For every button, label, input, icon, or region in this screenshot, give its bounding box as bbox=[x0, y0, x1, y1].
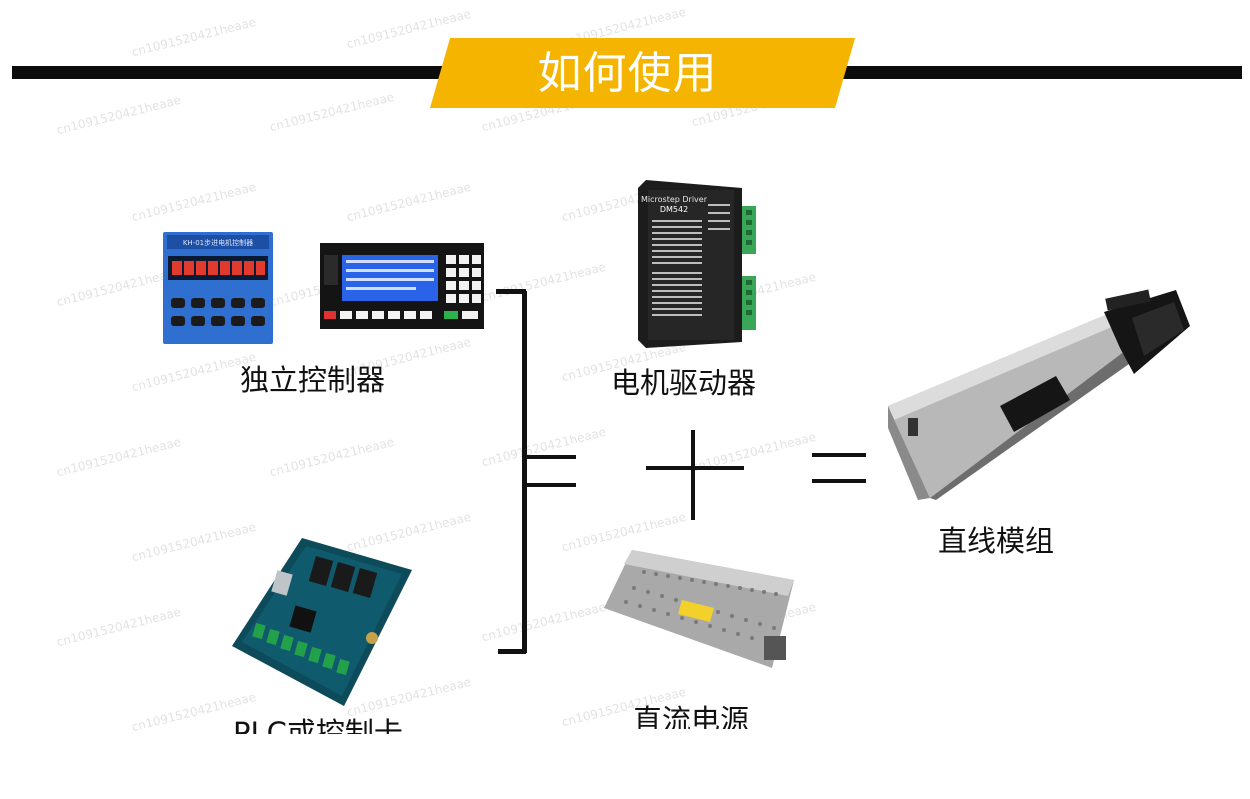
watermark: cn1091520421heaae bbox=[55, 92, 183, 138]
plus-sign-horizontal bbox=[646, 466, 744, 470]
controller-top-label: KH-01步进电机控制器 bbox=[183, 238, 253, 247]
watermark: cn1091520421heaae bbox=[130, 14, 258, 60]
plc-card-label: PLC或控制卡 bbox=[233, 716, 403, 734]
bracket-vertical bbox=[522, 291, 527, 653]
bracket-top bbox=[496, 289, 526, 294]
standalone-controller-image: KH-01步进电机控制器 bbox=[163, 232, 273, 344]
watermark: cn1091520421heaae bbox=[130, 179, 258, 225]
standalone-controller-label: 独立控制器 bbox=[240, 363, 386, 397]
driver-model-label: DM542 bbox=[660, 205, 688, 214]
dc-power-supply-image bbox=[604, 550, 794, 668]
watermark: cn1091520421heaae bbox=[130, 349, 258, 395]
dc-power-label: 直流电源 bbox=[633, 703, 750, 729]
watermark: cn1091520421heaae bbox=[55, 434, 183, 480]
watermark: cn1091520421heaae bbox=[480, 424, 608, 470]
motor-driver-label: 电机驱动器 bbox=[611, 366, 757, 400]
equals-sign-bottom bbox=[526, 483, 576, 487]
driver-brand-label: Microstep Driver bbox=[641, 195, 708, 204]
motor-driver-image: Microstep Driver DM542 bbox=[638, 180, 756, 348]
watermark: cn1091520421heaae bbox=[560, 509, 688, 555]
watermark: cn1091520421heaae bbox=[268, 434, 396, 480]
linear-module-image bbox=[888, 289, 1190, 500]
watermark: cn1091520421heaae bbox=[268, 89, 396, 135]
watermark: cn1091520421heaae bbox=[55, 604, 183, 650]
equals-sign-2-bottom bbox=[812, 479, 866, 483]
equals-sign-2-top bbox=[812, 453, 866, 457]
equals-sign-top bbox=[526, 455, 576, 459]
watermark: cn1091520421heaae bbox=[345, 179, 473, 225]
page-title: 如何使用 bbox=[537, 48, 718, 99]
bracket-bottom bbox=[498, 649, 526, 654]
plus-sign-vertical bbox=[691, 430, 695, 520]
linear-module-label: 直线模组 bbox=[938, 524, 1055, 558]
watermark: cn1091520421heaae bbox=[480, 259, 608, 305]
watermark: cn1091520421heaae bbox=[480, 599, 608, 645]
plc-board-image bbox=[232, 538, 412, 706]
text-display-controller-image bbox=[320, 243, 484, 329]
